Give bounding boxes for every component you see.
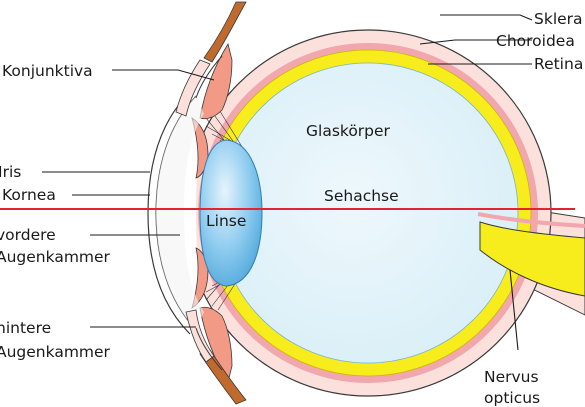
label-vordere-line1: vordere (0, 226, 56, 244)
vitreous-body (218, 63, 518, 363)
label-linse: Linse (206, 212, 246, 230)
label-sehachse: Sehachse (324, 187, 399, 205)
label-nervus-line1: Nervus (484, 368, 539, 386)
label-iris: Iris (0, 163, 21, 181)
label-retina: Retina (534, 55, 583, 73)
label-konjunktiva: Konjunktiva (2, 62, 93, 80)
label-choroidea: Choroidea (496, 32, 575, 50)
label-nervus-line2: opticus (484, 389, 540, 407)
label-sklera: Sklera (534, 10, 583, 28)
label-hintere-line2: Augenkammer (0, 343, 111, 361)
label-glaskoerper: Glaskörper (306, 122, 391, 140)
label-vordere-line2: Augenkammer (0, 248, 111, 266)
label-kornea: Kornea (2, 186, 56, 204)
label-hintere-line1: hintere (0, 319, 51, 337)
